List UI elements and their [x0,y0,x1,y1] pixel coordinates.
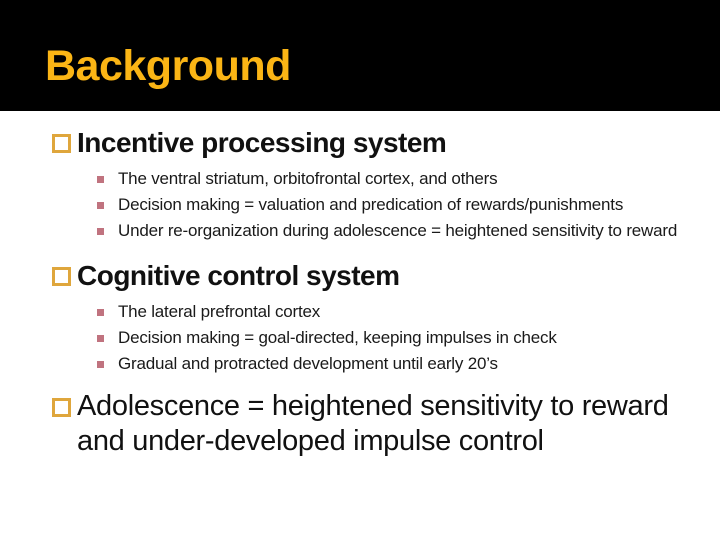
list-item: The ventral striatum, orbitofrontal cort… [97,168,700,190]
small-square-bullet-icon [97,361,104,368]
list-item: Decision making = valuation and predicat… [97,194,700,216]
open-square-bullet-icon [52,267,71,286]
section-heading: Adolescence = heightened sensitivity to … [77,390,669,457]
list-item: The lateral prefrontal cortex [97,301,700,323]
section-adolescence-summary: Adolescence = heightened sensitivity to … [52,389,700,459]
section-heading: Incentive processing system [77,127,447,158]
section-heading-row: Adolescence = heightened sensitivity to … [52,389,700,459]
list-item: Under re-organization during adolescence… [97,220,700,242]
bullet-text: Under re-organization during adolescence… [118,221,678,240]
bullet-list: The lateral prefrontal cortex Decision m… [97,301,700,375]
section-heading-row: Incentive processing system [52,126,700,160]
small-square-bullet-icon [97,202,104,209]
open-square-bullet-icon [52,134,71,153]
bullet-text: Decision making = valuation and predicat… [118,195,624,214]
small-square-bullet-icon [97,228,104,235]
bullet-text: The lateral prefrontal cortex [118,302,321,321]
bullet-text: Gradual and protracted development until… [118,354,498,373]
bullet-text: Decision making = goal-directed, keeping… [118,328,557,347]
slide-title: Background [45,42,291,90]
bullet-text: The ventral striatum, orbitofrontal cort… [118,169,498,188]
small-square-bullet-icon [97,176,104,183]
section-heading: Cognitive control system [77,260,400,291]
bullet-list: The ventral striatum, orbitofrontal cort… [97,168,700,242]
list-item: Decision making = goal-directed, keeping… [97,327,700,349]
slide-title-bar: Background [0,0,720,111]
open-square-bullet-icon [52,398,71,417]
slide-body: Incentive processing system The ventral … [0,111,720,459]
section-heading-row: Cognitive control system [52,259,700,293]
small-square-bullet-icon [97,335,104,342]
section-incentive-processing: Incentive processing system The ventral … [52,126,700,242]
section-cognitive-control: Cognitive control system The lateral pre… [52,259,700,375]
small-square-bullet-icon [97,309,104,316]
list-item: Gradual and protracted development until… [97,353,700,375]
